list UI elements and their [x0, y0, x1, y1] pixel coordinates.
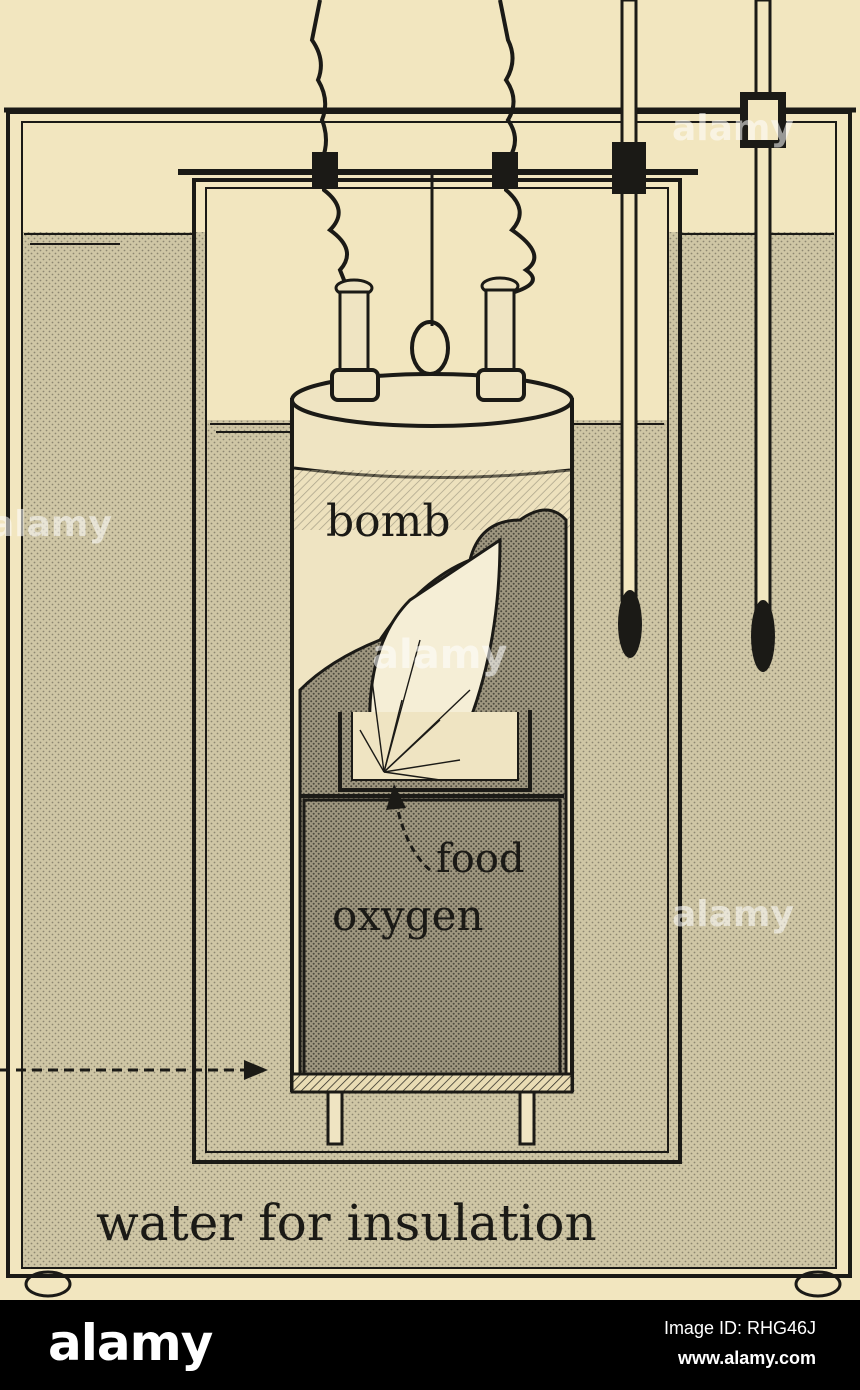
bomb	[290, 372, 574, 1146]
image-id: Image ID: RHG46J	[663, 1318, 816, 1338]
watermark: alamy	[372, 632, 507, 678]
label-oxygen: oxygen	[332, 891, 484, 940]
wire-left	[309, 0, 350, 291]
alamy-logo[interactable]: alamy	[48, 1314, 213, 1372]
site-url[interactable]: www.alamy.com	[677, 1348, 816, 1368]
terminal-left	[330, 278, 380, 402]
watermark: alamy	[672, 894, 794, 935]
label-food: food	[436, 836, 525, 882]
thermometer-right	[740, 0, 786, 672]
footer-bar: alamy Image ID: RHG46J www.alamy.com	[0, 1300, 860, 1390]
calorimeter-illustration: bomb food oxygen water for insulation al…	[0, 0, 856, 1298]
thermometer-left	[612, 0, 646, 658]
watermark: alamy	[0, 504, 112, 545]
food-arrow	[394, 801, 431, 872]
label-water-insulation: water for insulation	[96, 1194, 597, 1252]
label-bomb: bomb	[326, 496, 451, 547]
inner-vessel	[192, 178, 682, 1164]
watermark: alamy	[672, 108, 794, 149]
terminal-right	[476, 276, 526, 402]
food-cup	[338, 710, 532, 792]
